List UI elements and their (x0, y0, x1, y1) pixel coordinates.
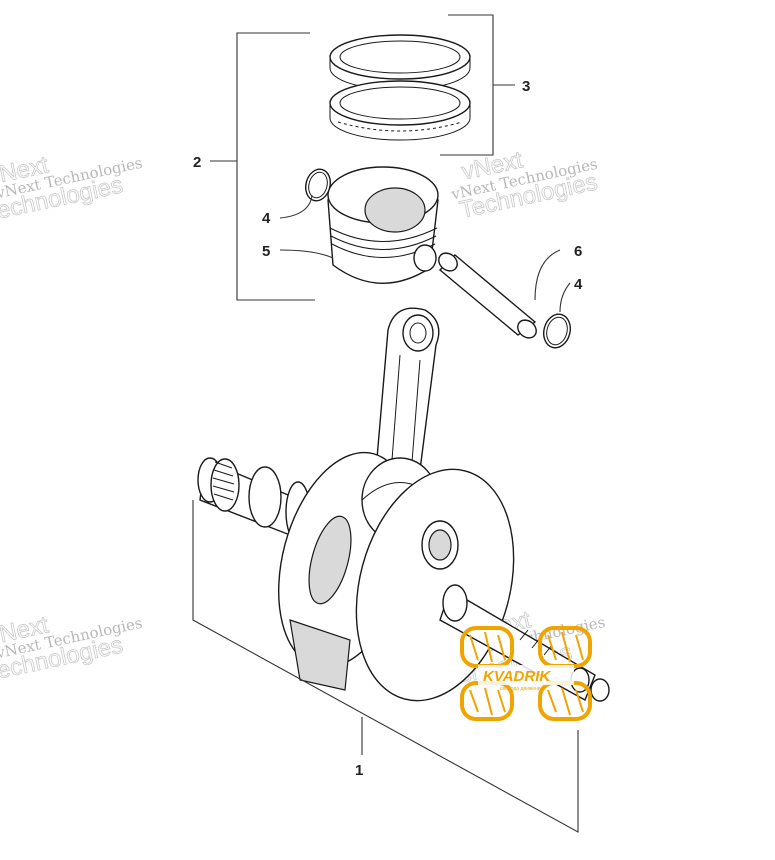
crankshaft (197, 451, 610, 702)
logo-tagline: свобода движения (500, 686, 544, 692)
assembly-bracket-2 (210, 32, 315, 301)
ring-bracket-3 (440, 14, 515, 156)
piston-rings (329, 34, 471, 141)
crankshaft-bracket-1 (192, 500, 579, 833)
callout-5: 5 (262, 243, 270, 260)
piston (327, 166, 439, 284)
leader-lines (279, 194, 571, 313)
connecting-rod (375, 307, 440, 471)
piston-pin (438, 252, 537, 339)
callout-3: 3 (522, 78, 530, 95)
callout-4-right: 4 (574, 276, 583, 293)
watermark-right-top: vNext vNext Technologies Technologies (449, 146, 601, 224)
callout-2: 2 (193, 154, 201, 171)
watermark-left-bottom: vNext vNext Technologies Technologies (0, 611, 144, 687)
circlip-right (542, 313, 572, 349)
callout-4-left: 4 (262, 210, 271, 227)
logo-brand: KVADRIK (483, 668, 551, 685)
callout-1: 1 (355, 762, 363, 779)
kvadrik-logo: KVADRIK свобода движения (460, 626, 592, 721)
watermark-left-top: vNext vNext Technologies Technologies (0, 151, 144, 227)
circlip-left (304, 168, 332, 202)
callout-6: 6 (574, 243, 582, 260)
